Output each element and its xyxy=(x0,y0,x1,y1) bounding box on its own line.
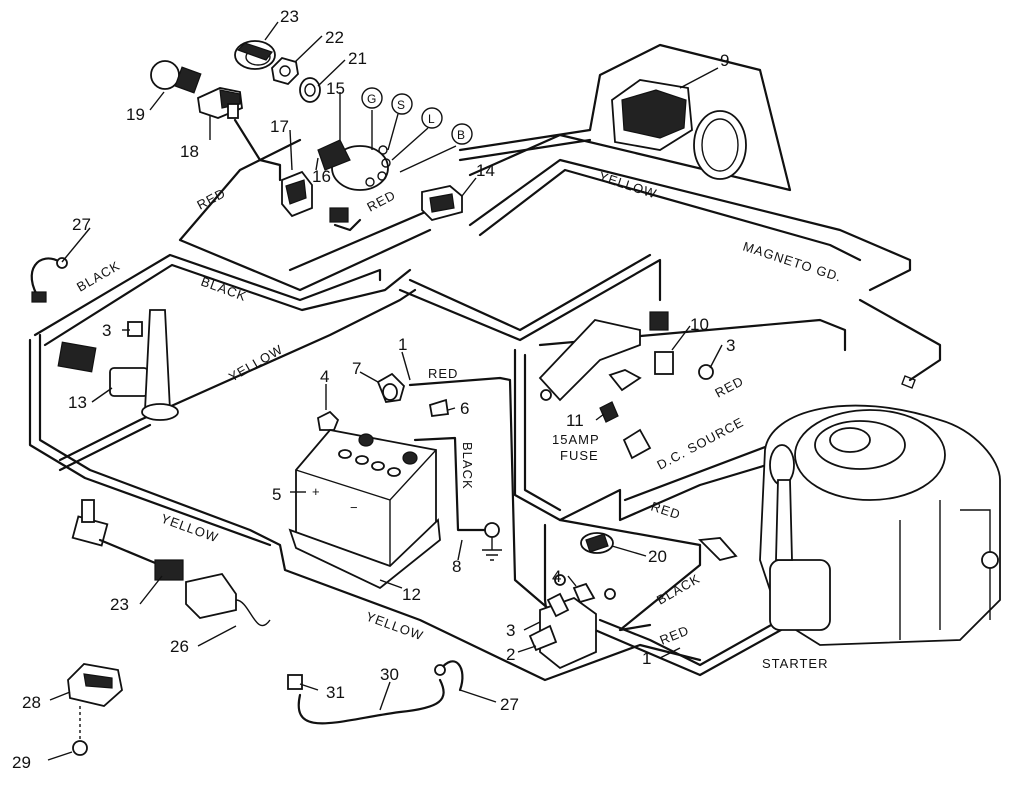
fuse-label-line2: FUSE xyxy=(560,448,599,463)
bulb-19 xyxy=(150,60,202,94)
wire-label-red-battery: RED xyxy=(428,366,458,381)
module-9 xyxy=(611,79,747,180)
clip-27-top xyxy=(30,257,68,303)
callout-12: 12 xyxy=(402,585,421,604)
terminal-g: G xyxy=(367,92,376,106)
wire-harness xyxy=(28,43,942,682)
callout-17: 17 xyxy=(270,117,289,136)
callout-15: 15 xyxy=(326,79,345,98)
callout-9: 9 xyxy=(720,51,729,70)
terminal-s: S xyxy=(397,98,405,112)
callout-21: 21 xyxy=(348,49,367,68)
starter-label: STARTER xyxy=(762,656,828,671)
callout-27-top: 27 xyxy=(72,215,91,234)
wire-label-black-left: BLACK xyxy=(74,258,123,295)
wire-label-black-battery: BLACK xyxy=(460,442,475,490)
ground-8 xyxy=(482,522,502,561)
callout-23: 23 xyxy=(110,595,129,614)
wire-label-red-solenoid: RED xyxy=(658,622,692,647)
callout-4-right: 4 xyxy=(552,567,561,586)
switch-terminal-labels: G S L B xyxy=(361,87,473,145)
battery-plus: + xyxy=(312,484,321,499)
callout-27-bottom: 27 xyxy=(500,695,519,714)
wire-label-red-top: RED xyxy=(194,185,228,213)
connector-26 xyxy=(185,572,271,627)
component-20 xyxy=(580,532,614,554)
wire-label-dc-source: D.C. SOURCE xyxy=(654,414,746,472)
wire-label-red-dc: RED xyxy=(712,373,746,401)
callout-1-top: 1 xyxy=(398,335,407,354)
callout-29: 29 xyxy=(12,753,31,772)
callout-4-left: 4 xyxy=(320,367,329,386)
callout-numbers: 23 22 21 15 19 18 17 16 14 9 27 3 13 1 7… xyxy=(12,7,735,772)
callout-28: 28 xyxy=(22,693,41,712)
ignition-switch-15 xyxy=(317,139,391,191)
lamp-socket-18 xyxy=(197,87,243,119)
callout-11: 11 xyxy=(566,411,584,430)
engine xyxy=(759,375,1001,646)
wire-label-red-switch: RED xyxy=(364,187,398,215)
plug-boot xyxy=(698,537,738,561)
callout-22: 22 xyxy=(325,28,344,47)
wire-label-yellow-top: YELLOW xyxy=(597,169,659,202)
callout-14: 14 xyxy=(476,161,495,180)
nut-22 xyxy=(271,56,299,86)
ground-wire-30 xyxy=(287,660,464,725)
callout-10: 10 xyxy=(690,315,709,334)
terminal-l: L xyxy=(428,112,435,126)
callout-31: 31 xyxy=(326,683,345,702)
battery-tray-12 xyxy=(288,518,441,590)
callout-2: 2 xyxy=(506,645,515,664)
callout-5: 5 xyxy=(272,485,281,504)
callout-3-left: 3 xyxy=(102,321,111,340)
callout-24: 23 xyxy=(280,7,299,26)
callout-1-bottom: 1 xyxy=(642,649,651,668)
callout-3-bottom: 3 xyxy=(506,621,515,640)
bushing-24 xyxy=(234,40,276,70)
solenoid-2 xyxy=(528,574,616,670)
callout-7: 7 xyxy=(352,359,361,378)
switch-13 xyxy=(57,309,179,421)
leader-lines xyxy=(47,21,723,761)
callout-20: 20 xyxy=(648,547,667,566)
callout-16: 16 xyxy=(312,167,331,186)
callout-19: 19 xyxy=(126,105,145,124)
callout-30: 30 xyxy=(380,665,399,684)
callout-6: 6 xyxy=(460,399,469,418)
terminal-b: B xyxy=(457,128,465,142)
switch-23 xyxy=(71,499,184,581)
wire-label-red-starter: RED xyxy=(649,499,683,523)
bracket-10 xyxy=(538,311,714,402)
wire-label-black-solenoid: BLACK xyxy=(654,571,703,608)
fuse-label-line1: 15AMP xyxy=(552,432,600,447)
fuse-11 xyxy=(599,401,652,460)
washer-21 xyxy=(299,77,321,103)
wire-label-yellow-mid: YELLOW xyxy=(226,342,286,385)
callout-8: 8 xyxy=(452,557,461,576)
callout-18: 18 xyxy=(180,142,199,161)
wire-label-yellow-bottom: YELLOW xyxy=(364,609,426,644)
battery-minus: − xyxy=(350,500,359,515)
callout-26: 26 xyxy=(170,637,189,656)
part-labels: 15AMP FUSE STARTER xyxy=(552,432,828,671)
connector-17 xyxy=(281,170,349,223)
wire-label-black-mid: BLACK xyxy=(199,274,249,304)
connector-14 xyxy=(421,185,463,222)
terminals xyxy=(317,372,450,431)
bracket-28 xyxy=(67,663,123,756)
callout-3-right: 3 xyxy=(726,336,735,355)
callout-13: 13 xyxy=(68,393,87,412)
